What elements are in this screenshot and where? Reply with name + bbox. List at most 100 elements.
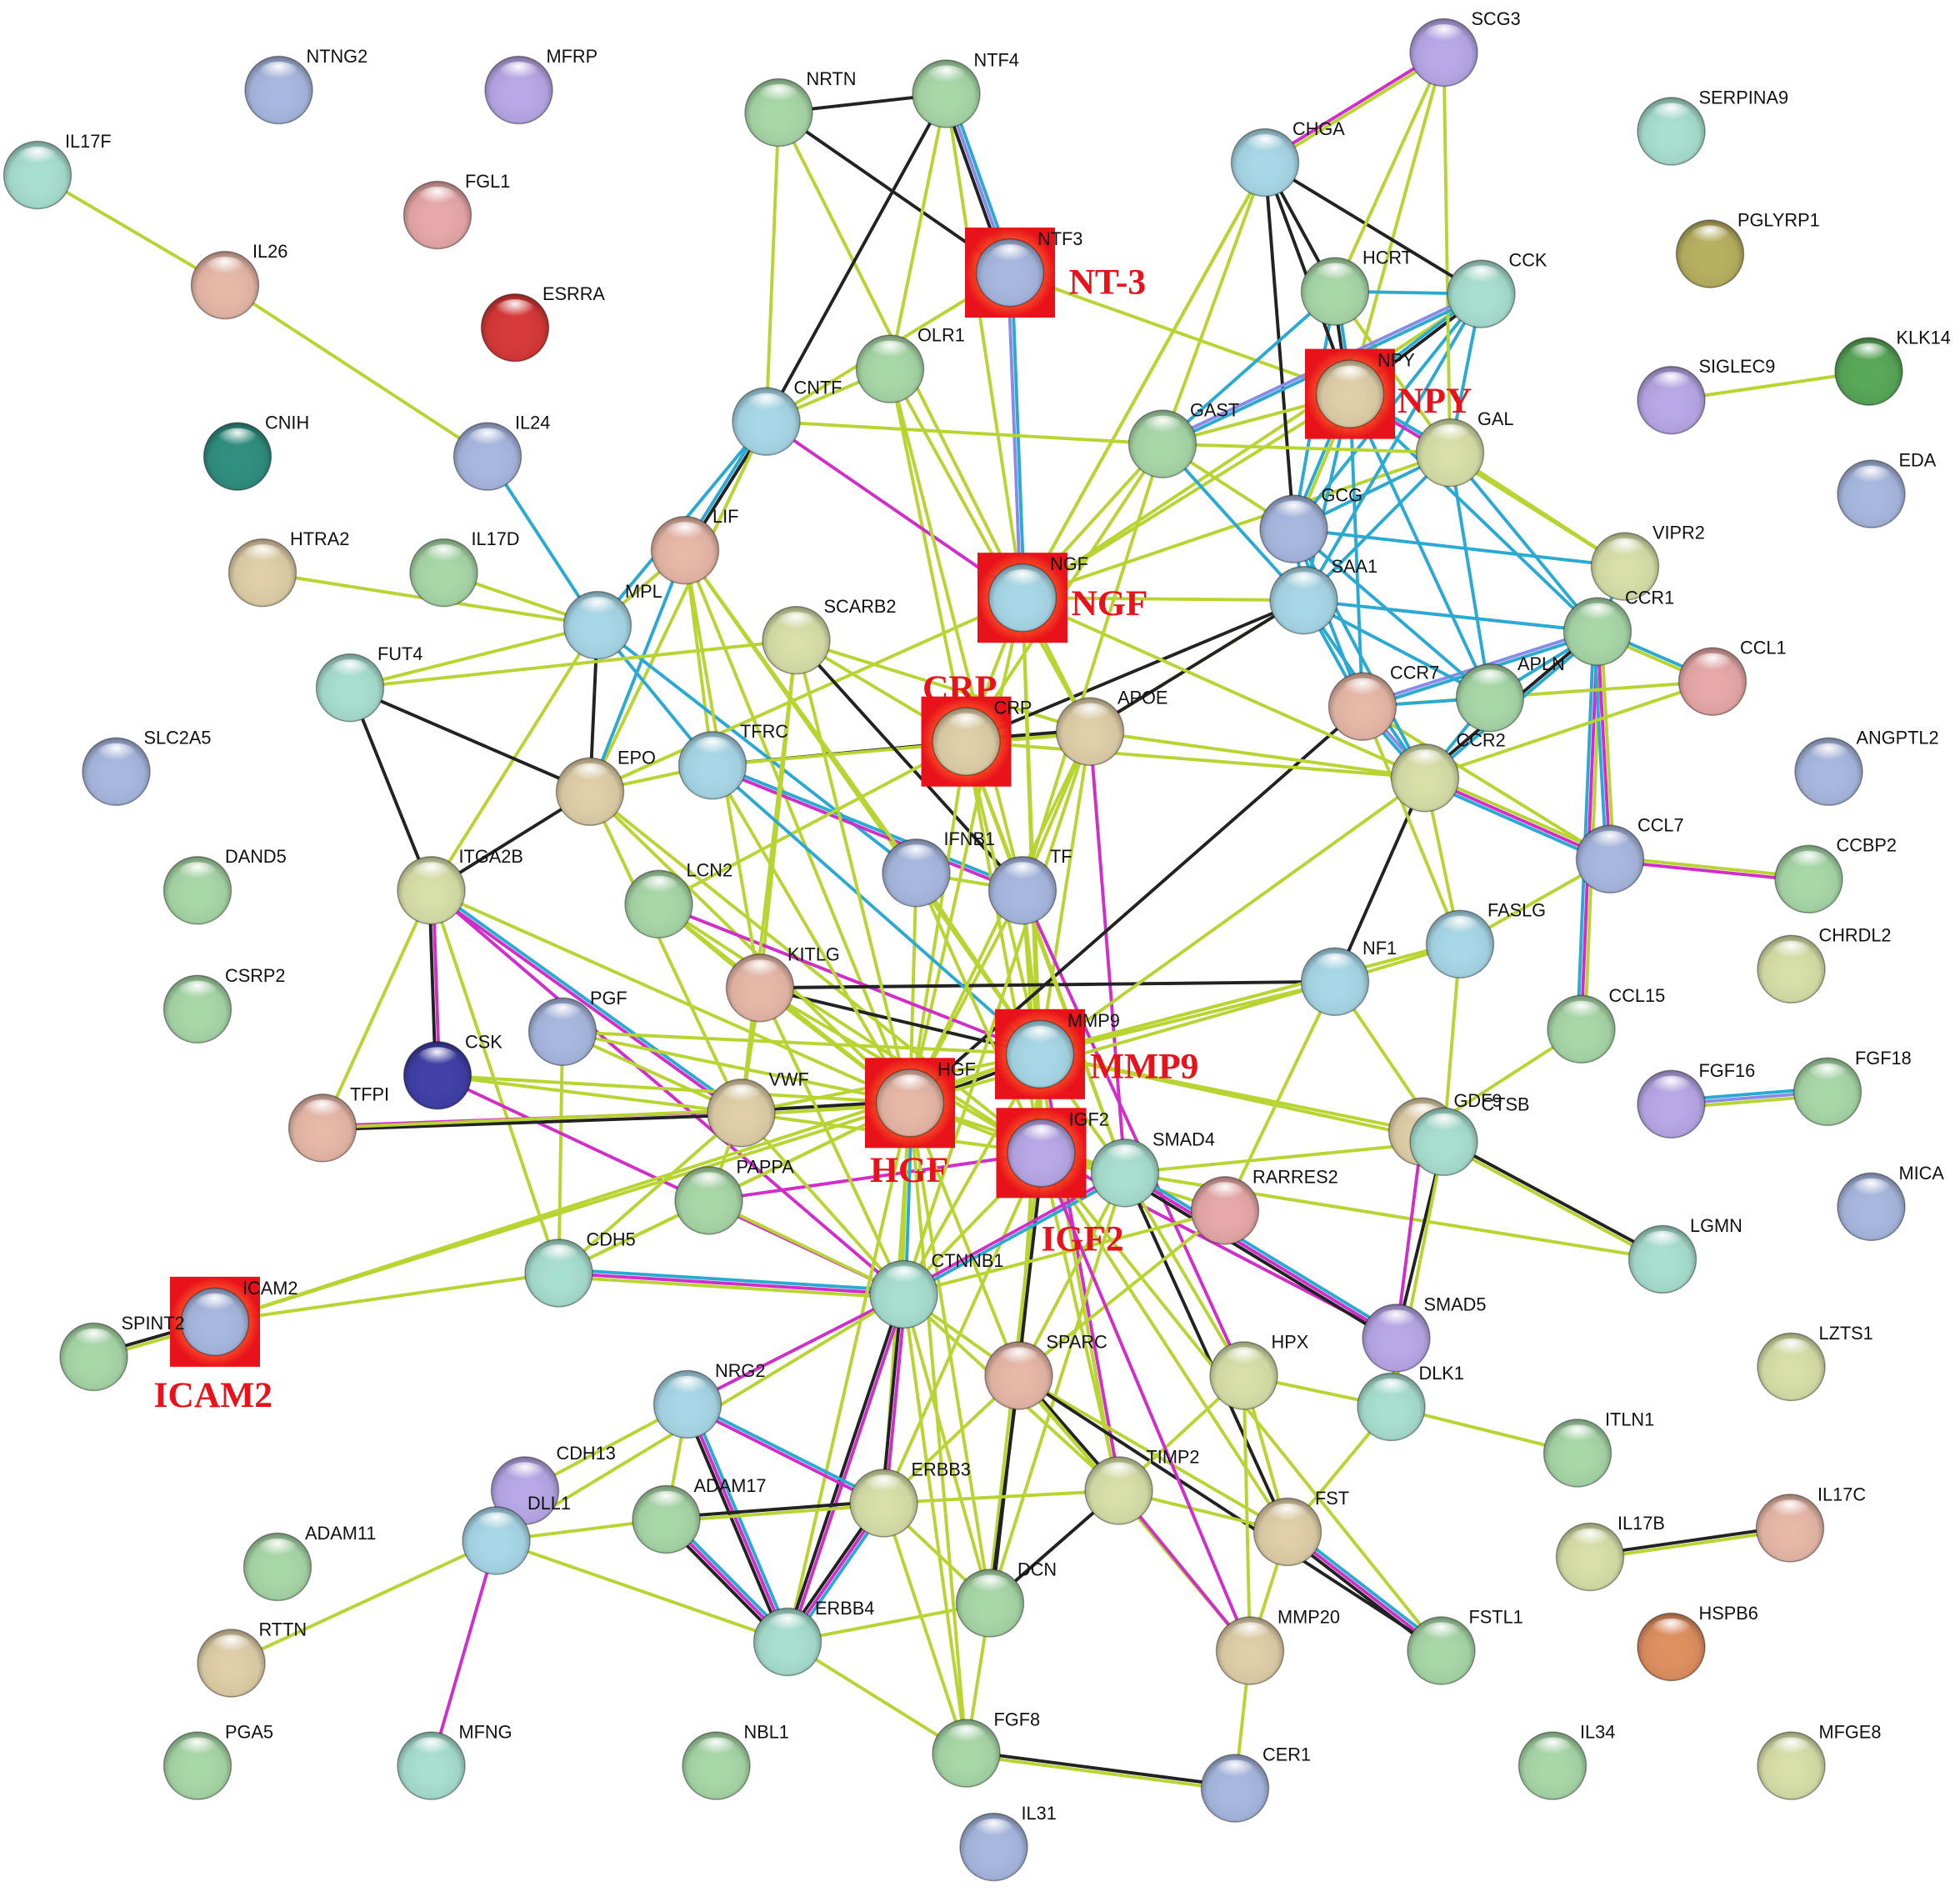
node-VWF[interactable] [707, 1079, 776, 1148]
node-CCK[interactable] [1447, 259, 1516, 328]
node-CCR7[interactable] [1328, 672, 1398, 741]
node-CRP[interactable] [932, 707, 1001, 776]
node-SERPINA9[interactable] [1637, 97, 1706, 166]
node-PGA5[interactable] [162, 1731, 232, 1800]
node-CER1[interactable] [1200, 1754, 1270, 1823]
node-MPL[interactable] [562, 590, 632, 660]
node-CTSB[interactable] [1409, 1107, 1478, 1177]
node-OLR1[interactable] [855, 334, 925, 403]
node-APLN[interactable] [1455, 663, 1525, 733]
node-SMAD5[interactable] [1362, 1304, 1431, 1373]
node-NBL1[interactable] [682, 1731, 751, 1800]
node-FGF16[interactable] [1637, 1069, 1706, 1139]
node-IGF2[interactable] [1007, 1119, 1076, 1188]
node-ADAM17[interactable] [632, 1484, 701, 1554]
node-IFNB1[interactable] [882, 838, 951, 908]
node-PGLYRP1[interactable] [1675, 219, 1745, 288]
node-ERBB3[interactable] [849, 1469, 918, 1538]
node-ITGA2B[interactable] [397, 855, 466, 925]
node-FGL1[interactable] [402, 180, 472, 250]
node-CHGA[interactable] [1230, 128, 1300, 198]
node-GCG[interactable] [1259, 494, 1328, 563]
node-ESRRA[interactable] [480, 293, 550, 363]
node-TIMP2[interactable] [1084, 1456, 1153, 1525]
node-DLK1[interactable] [1357, 1372, 1426, 1442]
node-EDA[interactable] [1837, 459, 1906, 528]
node-GAL[interactable] [1415, 418, 1485, 488]
node-CSRP2[interactable] [162, 974, 232, 1044]
node-NRTN[interactable] [744, 78, 813, 148]
node-ITLN1[interactable] [1542, 1419, 1612, 1488]
node-HSPB6[interactable] [1637, 1612, 1706, 1682]
node-CNIH[interactable] [202, 422, 272, 491]
node-HTRA2[interactable] [228, 538, 298, 608]
node-IL17F[interactable] [2, 140, 72, 210]
node-ICAM2[interactable] [180, 1287, 250, 1357]
node-LIF[interactable] [650, 515, 720, 585]
node-SCG3[interactable] [1409, 18, 1478, 88]
node-HCRT[interactable] [1300, 257, 1370, 326]
node-APOE[interactable] [1055, 697, 1125, 766]
node-DAND5[interactable] [162, 855, 232, 925]
node-NTNG2[interactable] [244, 55, 313, 125]
node-MFNG[interactable] [397, 1731, 466, 1800]
node-EPO[interactable] [555, 757, 625, 826]
node-IL31[interactable] [959, 1812, 1028, 1882]
node-VIPR2[interactable] [1590, 532, 1660, 601]
node-LCN2[interactable] [624, 869, 693, 938]
node-CCR2[interactable] [1390, 743, 1460, 813]
node-SPINT2[interactable] [59, 1322, 128, 1392]
node-DCN[interactable] [955, 1569, 1025, 1638]
node-FGF8[interactable] [932, 1719, 1001, 1788]
node-IL17C[interactable] [1755, 1494, 1825, 1563]
node-SMAD4[interactable] [1090, 1139, 1160, 1208]
node-IL17D[interactable] [409, 538, 478, 608]
node-CCL1[interactable] [1678, 647, 1748, 716]
node-IL26[interactable] [190, 250, 260, 320]
node-SLC2A5[interactable] [82, 737, 151, 806]
node-NF1[interactable] [1300, 947, 1370, 1017]
node-FST[interactable] [1252, 1497, 1322, 1567]
node-NTF4[interactable] [912, 59, 981, 128]
node-MICA[interactable] [1837, 1172, 1906, 1242]
node-IL17B[interactable] [1555, 1522, 1625, 1592]
node-NPY[interactable] [1315, 359, 1385, 428]
node-NGF[interactable] [988, 563, 1058, 633]
node-NRG2[interactable] [652, 1369, 722, 1439]
node-LZTS1[interactable] [1757, 1332, 1826, 1402]
node-MFGE8[interactable] [1757, 1731, 1826, 1800]
node-CNTF[interactable] [732, 387, 801, 456]
node-GAST[interactable] [1128, 409, 1198, 478]
node-SPARC[interactable] [984, 1341, 1053, 1410]
node-SIGLEC9[interactable] [1637, 365, 1706, 435]
node-RTTN[interactable] [197, 1629, 266, 1698]
node-RARRES2[interactable] [1190, 1176, 1260, 1245]
node-MMP20[interactable] [1215, 1616, 1285, 1685]
node-MMP9[interactable] [1005, 1019, 1075, 1089]
node-HPX[interactable] [1209, 1341, 1278, 1410]
node-MFRP[interactable] [484, 55, 553, 125]
node-SAA1[interactable] [1269, 565, 1338, 635]
node-FASLG[interactable] [1425, 909, 1495, 979]
node-DLL1[interactable] [462, 1506, 531, 1575]
node-CHRDL2[interactable] [1757, 934, 1826, 1004]
node-TFRC[interactable] [678, 730, 748, 800]
node-CCL15[interactable] [1547, 994, 1616, 1064]
node-KITLG[interactable] [725, 954, 795, 1023]
node-CDH13[interactable] [490, 1456, 560, 1525]
node-ANGPTL2[interactable] [1794, 737, 1863, 806]
node-ERBB4[interactable] [752, 1607, 822, 1677]
node-NTF3[interactable] [975, 238, 1045, 308]
node-KLK14[interactable] [1834, 337, 1903, 406]
node-SCARB2[interactable] [762, 605, 831, 675]
node-CCR1[interactable] [1562, 597, 1632, 666]
node-PAPPA[interactable] [674, 1166, 743, 1235]
node-CSK[interactable] [402, 1041, 472, 1110]
node-FUT4[interactable] [315, 653, 385, 723]
node-CCL7[interactable] [1575, 824, 1645, 893]
node-FSTL1[interactable] [1407, 1616, 1476, 1685]
node-CTNNB1[interactable] [869, 1259, 938, 1329]
node-FGF18[interactable] [1792, 1057, 1862, 1127]
node-PGF[interactable] [528, 997, 598, 1067]
node-LGMN[interactable] [1628, 1224, 1698, 1294]
